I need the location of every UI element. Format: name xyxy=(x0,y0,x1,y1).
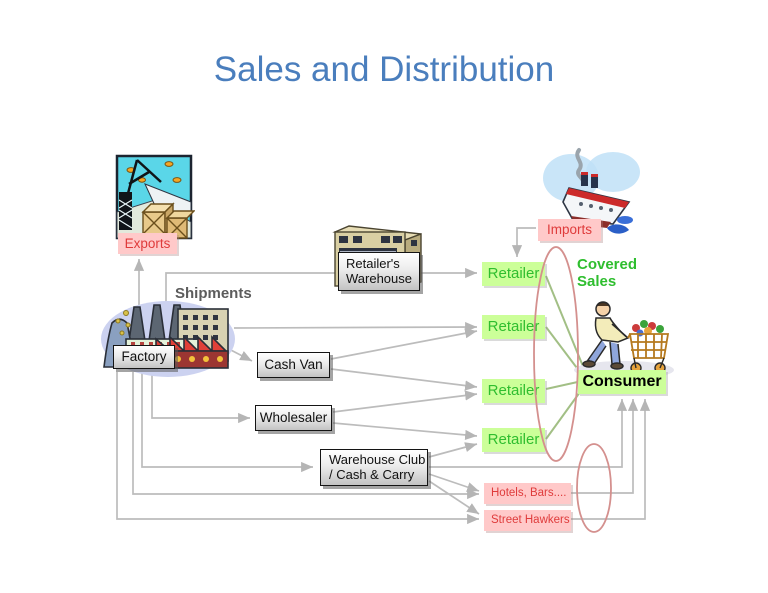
edge-streethawkers-consumer xyxy=(571,399,651,520)
covered-sales-label: Covered Sales xyxy=(577,256,638,290)
edge-imports-retailer1 xyxy=(511,227,536,257)
node-hotels-bars: Hotels, Bars.... xyxy=(484,483,571,504)
node-retailer-4: Retailer xyxy=(482,428,545,452)
edge-cashvan-retailer2 xyxy=(330,328,478,360)
edge-factory-streethawkers xyxy=(116,372,479,525)
edge-retailer4-consumer xyxy=(545,391,581,440)
node-cash-van: Cash Van xyxy=(257,352,330,378)
imports-ship-illustration xyxy=(543,148,640,234)
node-wholesaler: Wholesaler xyxy=(255,405,332,431)
edge-warehouseclub-hotels xyxy=(428,473,480,492)
exports-crane-illustration xyxy=(115,154,195,240)
edge-cashvan-retailer3 xyxy=(330,368,478,391)
uncovered-sales-ellipse xyxy=(576,443,612,533)
edge-hotels-consumer xyxy=(571,399,639,494)
edge-factory-retailer2 xyxy=(233,321,478,333)
shipments-label: Shipments xyxy=(175,285,252,302)
edge-retailer3-consumer xyxy=(545,380,583,390)
edge-wholesaler-retailer4 xyxy=(332,422,478,441)
node-street-hawkers: Street Hawkers xyxy=(484,510,571,531)
edge-warehouseclub-retailer4 xyxy=(428,442,478,458)
edge-factory-wholesaler xyxy=(151,372,250,424)
edge-wholesaler-retailer3 xyxy=(332,390,478,413)
page-title: Sales and Distribution xyxy=(213,50,555,89)
node-imports: Imports xyxy=(538,219,601,241)
node-retailer-3: Retailer xyxy=(482,379,545,403)
node-consumer: Consumer xyxy=(578,370,666,394)
node-retailer-2: Retailer xyxy=(482,315,545,339)
node-retailer-1: Retailer xyxy=(482,262,545,286)
edge-warehouseclub-streethawkers xyxy=(428,480,480,515)
node-exports: Exports xyxy=(118,233,177,254)
node-warehouse-club: Warehouse Club/ Cash & Carry xyxy=(320,449,428,486)
node-factory: Factory xyxy=(113,345,175,369)
